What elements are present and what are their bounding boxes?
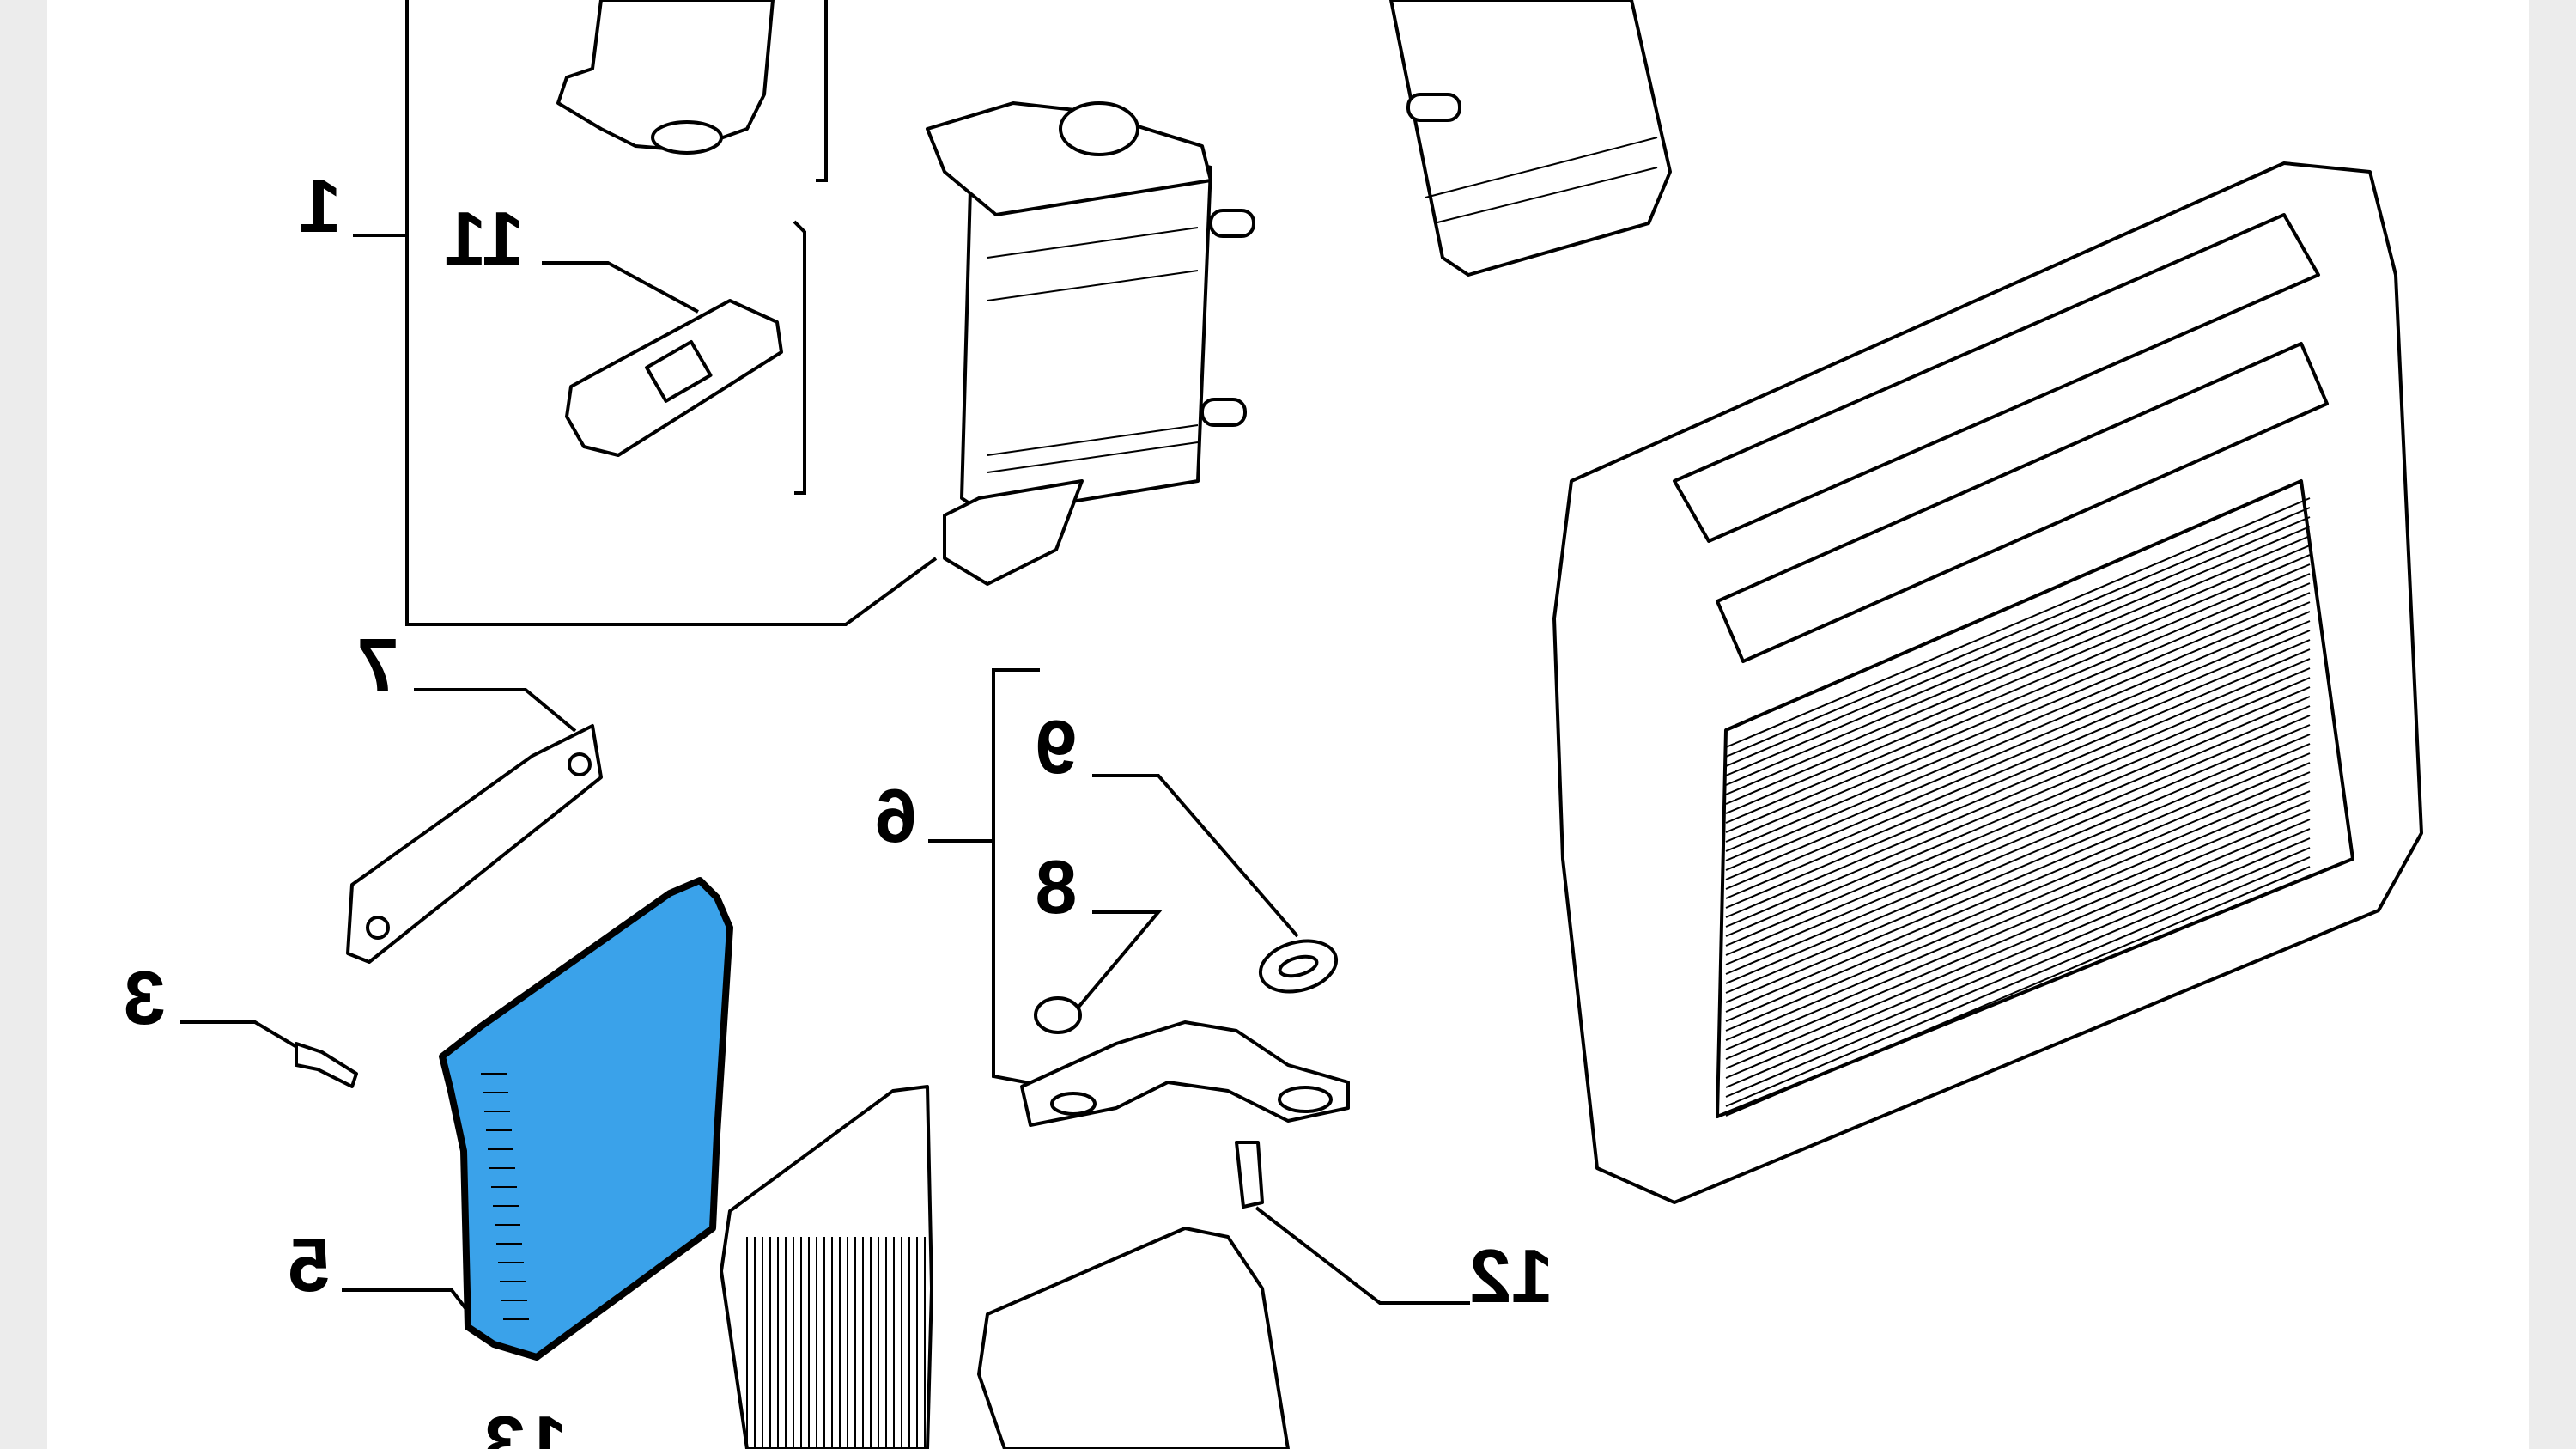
fin-line: [1725, 639, 2311, 890]
fin-line: [1725, 809, 2311, 1060]
callout-12[interactable]: 12: [1469, 1233, 1553, 1318]
fin-line: [1725, 790, 2311, 1041]
fin-line: [1725, 648, 2311, 899]
fin-line: [1725, 837, 2311, 1088]
bracket-inner: [793, 220, 806, 495]
air-duct: [977, 1227, 1290, 1449]
fin-line: [1725, 667, 2311, 918]
condenser-13: [720, 1085, 933, 1449]
fin-line: [1725, 563, 2311, 814]
leader-3: [180, 1020, 306, 1053]
callout-9[interactable]: 9: [1036, 704, 1078, 789]
fin-line: [1725, 696, 2311, 947]
fin-line: [1725, 771, 2311, 1022]
leader-9: [1092, 774, 1299, 938]
fin-line: [1725, 630, 2311, 880]
fin-line: [1725, 762, 2311, 1013]
bolt-3: [295, 1042, 358, 1088]
fin-line: [1725, 734, 2311, 984]
fin-line: [1725, 724, 2311, 975]
callout-labels: 1 11 7 9 6 8 3 5 12 13: [124, 163, 1553, 1449]
fin-line: [1725, 507, 2311, 758]
bracket-upper: [816, 0, 828, 182]
fin-line: [1725, 856, 2311, 1107]
fin-line: [1725, 819, 2311, 1069]
grommet-8: [1034, 996, 1082, 1034]
callout-3[interactable]: 3: [124, 955, 166, 1040]
bolt-12: [1235, 1141, 1264, 1209]
fin-line: [1725, 545, 2311, 795]
fin-line: [1725, 677, 2311, 928]
callout-8[interactable]: 8: [1036, 844, 1078, 929]
condenser-fins: [746, 1237, 926, 1449]
callout-13[interactable]: 13: [483, 1400, 568, 1449]
radiator-5[interactable]: [439, 877, 733, 1361]
fin-line: [1725, 866, 2311, 1117]
fin-line: [1725, 847, 2311, 1098]
callout-7[interactable]: 7: [357, 623, 399, 708]
fin-line: [1725, 705, 2311, 956]
fin-line: [1725, 573, 2311, 824]
radiator-5-highlighted[interactable]: [439, 877, 733, 1361]
leader-lines: [180, 0, 1470, 1324]
fin-line: [1725, 686, 2311, 937]
fin-line: [1725, 800, 2311, 1050]
leader-8: [1074, 910, 1163, 1012]
callout-11[interactable]: 11: [444, 196, 524, 281]
fin-line: [1725, 497, 2311, 748]
callout-1[interactable]: 1: [300, 163, 342, 248]
fin-line: [1725, 601, 2311, 852]
intercooler-1: [926, 101, 1255, 586]
leader-11: [542, 261, 699, 314]
radiator-5-tubes: [481, 1073, 529, 1320]
callout-5[interactable]: 5: [289, 1222, 331, 1307]
bracket-7: [346, 724, 603, 964]
bracket-6-frame: [992, 668, 1040, 1086]
fin-line: [1725, 592, 2311, 843]
fin-line: [1725, 516, 2311, 767]
fin-line: [1725, 658, 2311, 909]
leader-12: [1255, 1206, 1470, 1305]
upper-intercooler: [1389, 0, 1672, 277]
radiator-fins: [1725, 497, 2311, 1117]
leader-5: [342, 1288, 478, 1324]
sensor-11: [565, 299, 783, 457]
fin-line: [1725, 752, 2311, 1003]
bracket-1-frame: [405, 0, 938, 626]
egr-valve-top: [556, 0, 775, 155]
fin-line: [1725, 620, 2311, 871]
fin-line: [1725, 828, 2311, 1079]
callout-6[interactable]: 6: [875, 773, 917, 858]
fin-line: [1725, 526, 2311, 776]
fin-line: [1725, 611, 2311, 861]
fin-line: [1725, 743, 2311, 994]
fin-line: [1725, 535, 2311, 786]
grommet-9: [1258, 939, 1339, 994]
fin-line: [1725, 582, 2311, 833]
leader-7: [414, 688, 577, 733]
fin-line: [1725, 781, 2311, 1032]
radiator-assembly: [1552, 161, 2423, 1204]
fin-line: [1725, 554, 2311, 805]
bracket-6: [1020, 1020, 1350, 1127]
fin-line: [1725, 715, 2311, 965]
